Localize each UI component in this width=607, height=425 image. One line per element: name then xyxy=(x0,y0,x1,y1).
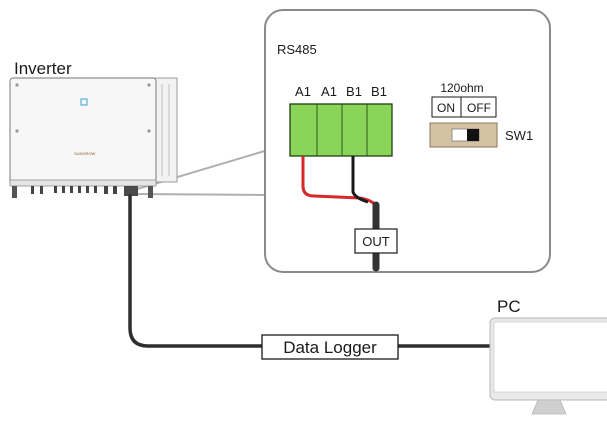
on-off-legend: ON OFF xyxy=(431,96,497,118)
rs485-title: RS485 xyxy=(277,42,317,57)
terminal-label-b1-1: B1 xyxy=(346,84,362,99)
data-logger-label: Data Logger xyxy=(283,338,377,357)
terminal-label-b1-2: B1 xyxy=(371,84,387,99)
terminal-label-a1-1: A1 xyxy=(295,84,311,99)
pc-monitor-icon xyxy=(489,317,607,415)
black-wire xyxy=(351,156,369,204)
inverter-icon: SUNGROW xyxy=(9,77,178,198)
terminal-label-a1-2: A1 xyxy=(321,84,337,99)
dip-switch-icon xyxy=(429,122,498,148)
inverter-label: Inverter xyxy=(14,59,72,78)
out-box: OUT xyxy=(354,228,398,254)
resistor-label: 120ohm xyxy=(440,81,483,95)
switch-name-label: SW1 xyxy=(505,128,533,143)
rs485-detail-panel xyxy=(264,9,551,273)
data-logger-box: Data Logger xyxy=(261,334,399,360)
switch-off-label: OFF xyxy=(467,101,491,115)
switch-on-label: ON xyxy=(437,101,455,115)
out-label: OUT xyxy=(362,234,390,249)
communication-cable xyxy=(128,194,494,348)
red-wire xyxy=(301,156,378,207)
terminal-block-icon xyxy=(289,103,393,157)
inverter-logo: SUNGROW xyxy=(74,151,96,156)
pc-label: PC xyxy=(497,297,521,316)
